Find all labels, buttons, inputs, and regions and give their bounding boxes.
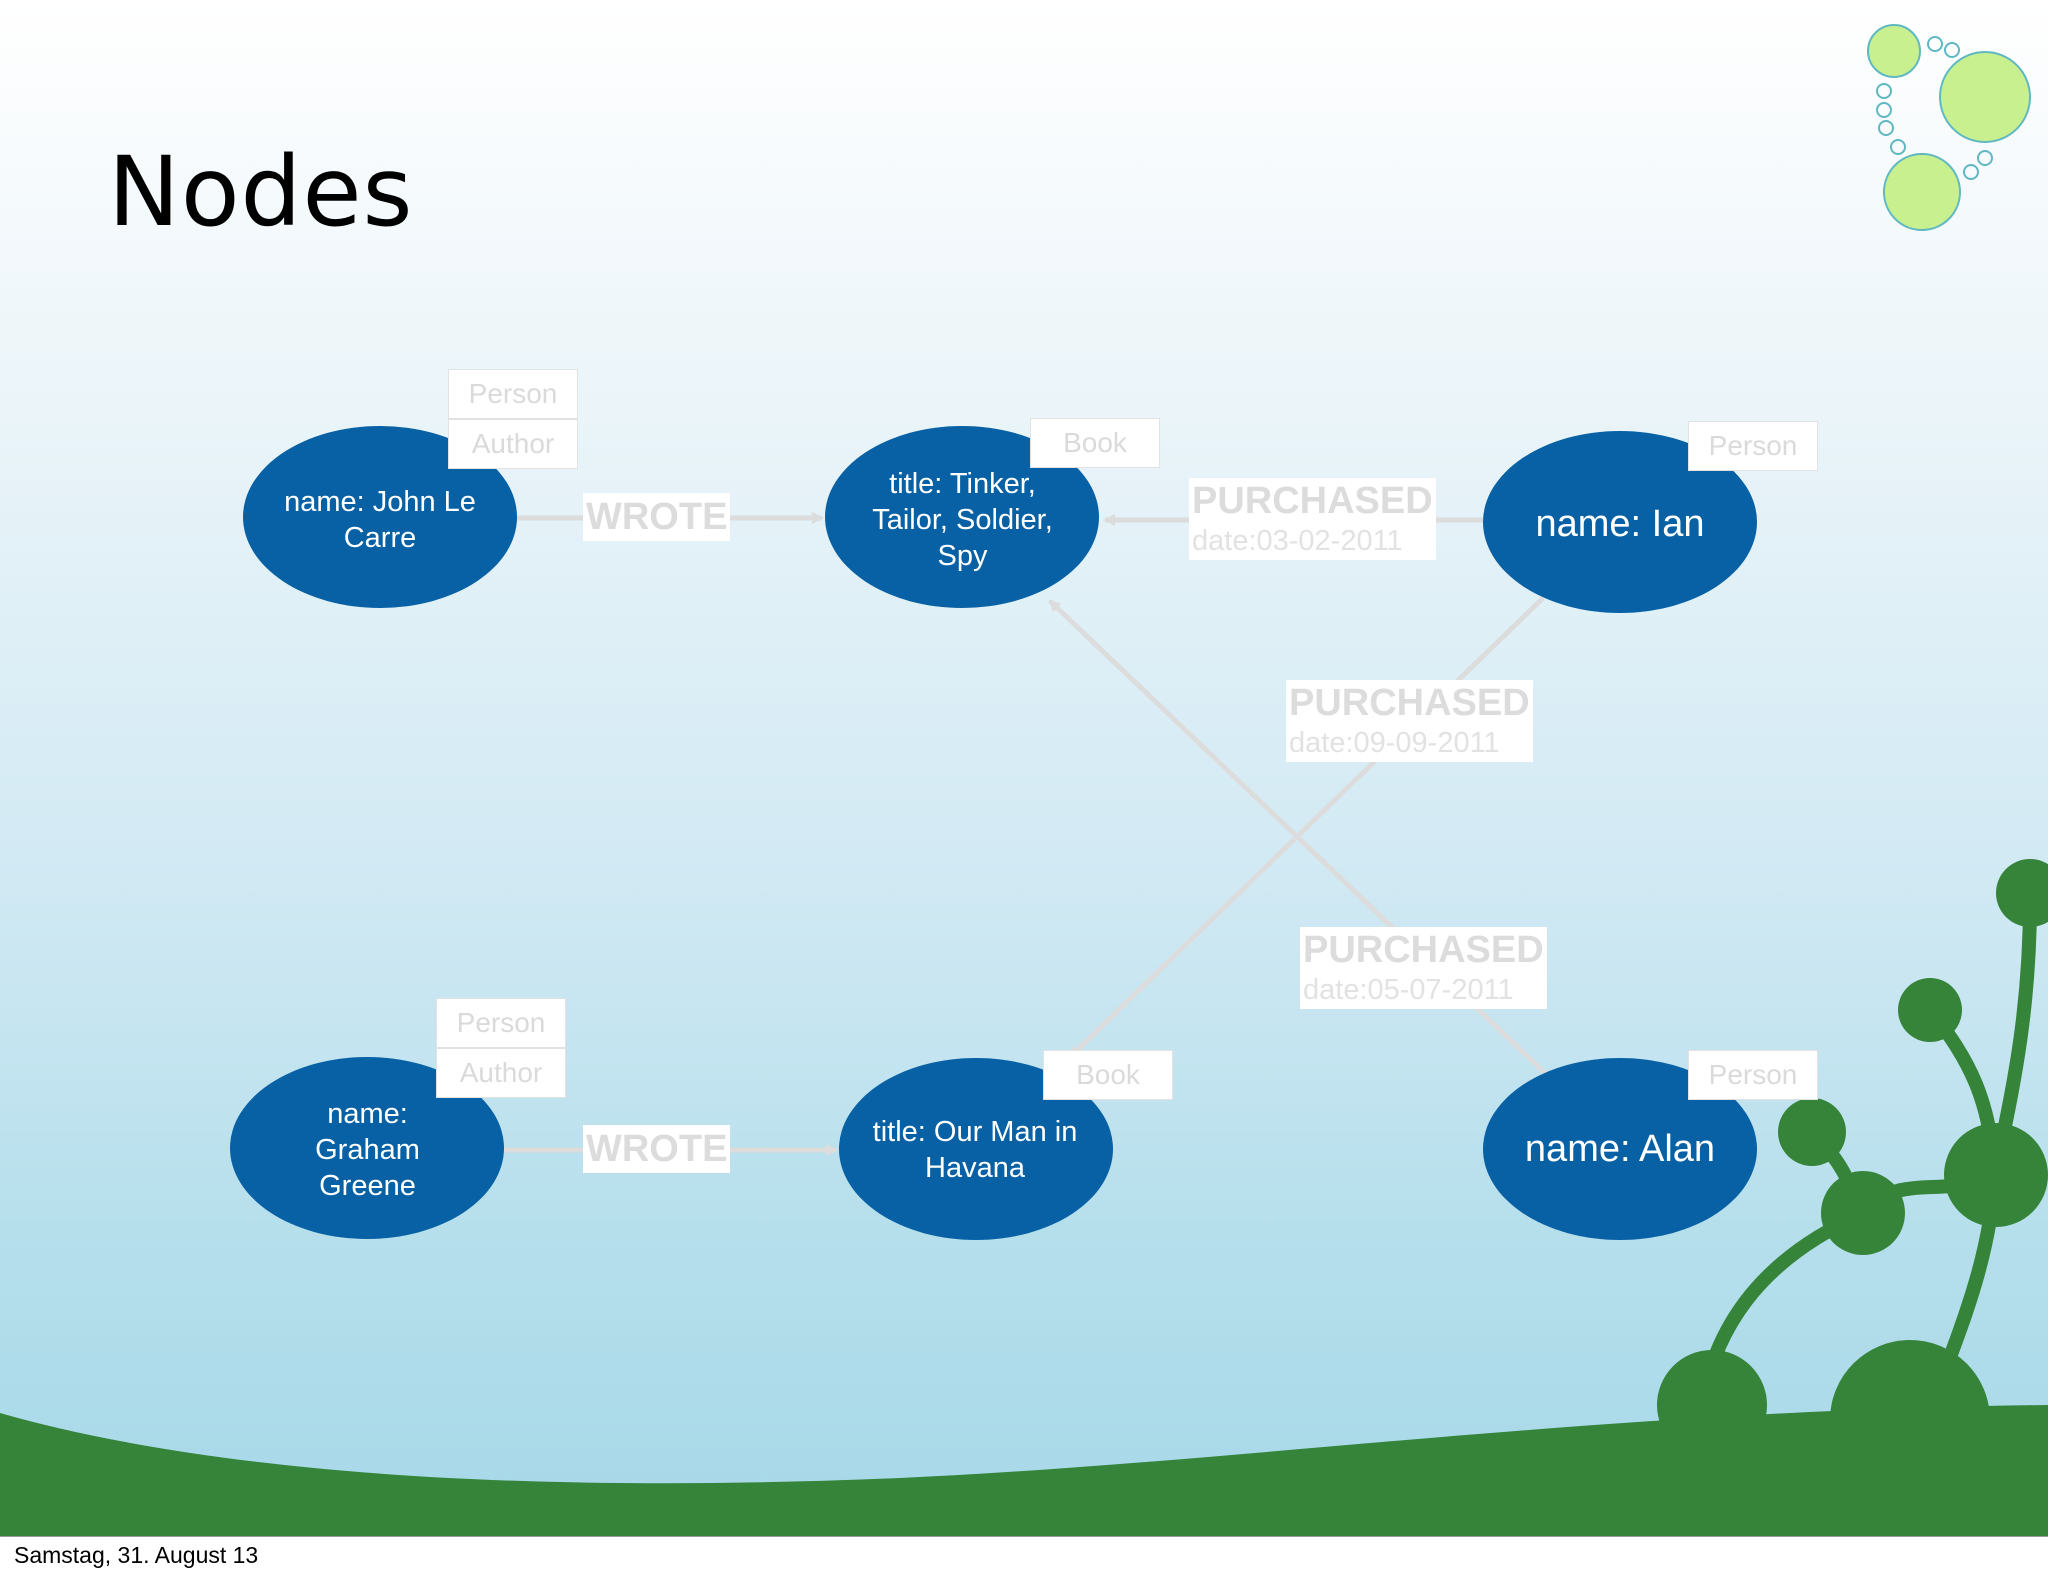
- edge-label-type: WROTE: [586, 1128, 728, 1170]
- edge-label-type: WROTE: [586, 496, 728, 538]
- node-john-le-carre: name: John Le Carre: [284, 485, 476, 554]
- hill-decoration: [0, 859, 2048, 1536]
- node-alan-shape: [1483, 1058, 1757, 1240]
- node-ian: name: Ian: [1535, 503, 1705, 546]
- label-person: Person: [436, 998, 566, 1048]
- edge-label-date: date:05-07-2011: [1303, 974, 1514, 1006]
- bubble-decoration: [1867, 24, 2031, 231]
- label-person: Person: [448, 369, 578, 419]
- footer-date: Samstag, 31. August 13: [14, 1542, 259, 1568]
- label-book: Book: [1030, 418, 1160, 468]
- node-tinker-shape: [825, 426, 1099, 608]
- edge-label-purchased: PURCHASED date:05-07-2011: [1300, 927, 1547, 1009]
- edge-label-date: date:03-02-2011: [1192, 525, 1403, 557]
- node-havana-shape: [839, 1058, 1113, 1240]
- node-ian-shape: [1483, 431, 1757, 613]
- slide: Nodes name: John Le Carre title: Tinker,…: [0, 0, 2048, 1537]
- edge-label-wrote: WROTE: [583, 493, 731, 541]
- node-graham-greene: name: Graham Greene: [315, 1097, 420, 1203]
- node-our-man-in-havana: title: Our Man in Havana: [872, 1115, 1078, 1184]
- graph-nodes: [230, 426, 1757, 1240]
- edge-label-type: PURCHASED: [1289, 682, 1530, 724]
- relationship-edges: [503, 512, 1549, 1156]
- edge-label-date: date:09-09-2011: [1289, 727, 1500, 759]
- node-alan: name: Alan: [1524, 1128, 1716, 1171]
- label-person: Person: [1688, 1050, 1818, 1100]
- slide-title: Nodes: [108, 136, 414, 248]
- node-tinker-tailor: title: Tinker, Tailor, Soldier, Spy: [872, 467, 1053, 573]
- label-author: Author: [448, 419, 578, 469]
- diagram-canvas: [0, 24, 2048, 1536]
- node-graham-greene-shape: [230, 1057, 504, 1239]
- edge-label-purchased: PURCHASED date:09-09-2011: [1286, 680, 1533, 762]
- edge-label-purchased: PURCHASED date:03-02-2011: [1189, 478, 1436, 560]
- node-john-le-carre-shape: [243, 426, 517, 608]
- edge-label-type: PURCHASED: [1303, 929, 1544, 971]
- label-book: Book: [1043, 1050, 1173, 1100]
- edge-purchased-ian-havana: [1068, 596, 1545, 1059]
- label-author: Author: [436, 1048, 566, 1098]
- edge-label-type: PURCHASED: [1192, 480, 1433, 522]
- label-person: Person: [1688, 421, 1818, 471]
- edge-label-wrote: WROTE: [583, 1125, 731, 1173]
